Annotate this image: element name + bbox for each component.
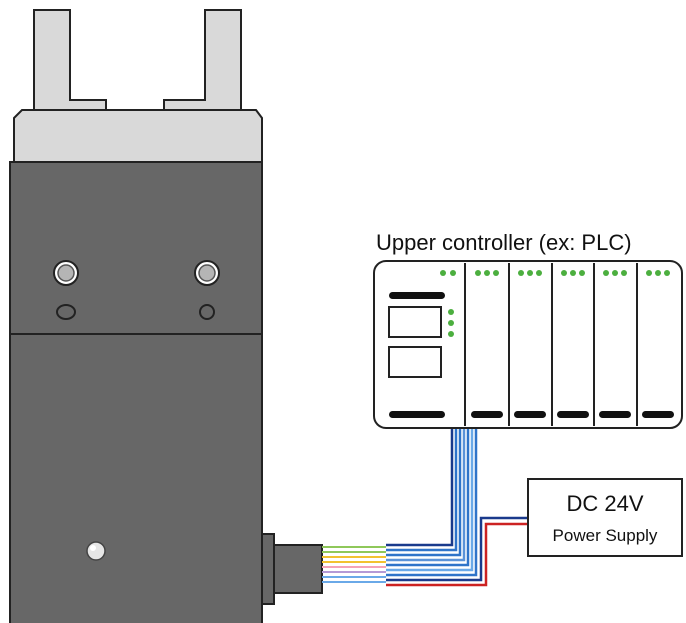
gripper-finger-left: [33, 9, 107, 119]
power-supply-label: Power Supply: [553, 526, 658, 545]
plc-cpu-module: [388, 270, 456, 418]
power-wires: [386, 516, 528, 587]
plc-io-module: [471, 270, 503, 418]
plc-housing: [373, 260, 683, 429]
cable-connector: [273, 544, 323, 594]
power-supply-voltage: DC 24V: [566, 491, 643, 516]
plc-controller: [373, 260, 683, 429]
power-supply-box: [527, 478, 683, 557]
bolt-right: [194, 260, 220, 286]
controller-title: Upper controller (ex: PLC): [376, 230, 632, 255]
plc-io-module: [557, 270, 589, 418]
indicator-lamp: [86, 541, 106, 561]
plc-io-module: [599, 270, 631, 418]
plc-io-module: [642, 270, 674, 418]
pin-hole-right: [199, 304, 215, 320]
plc-display-lower: [388, 346, 442, 378]
gripper: [9, 9, 323, 623]
gripper-upper-body: [9, 161, 263, 335]
signal-wires: [386, 428, 478, 577]
wire-bundle: [322, 546, 386, 583]
gripper-top-plate: [13, 109, 263, 163]
gripper-lower-body: [9, 333, 263, 623]
power-supply: DC 24V Power Supply: [527, 478, 683, 557]
plc-io-module: [514, 270, 546, 418]
cable-connector-flange: [261, 533, 275, 605]
bolt-left: [53, 260, 79, 286]
pin-hole-left: [56, 304, 76, 320]
plc-display-upper: [388, 306, 442, 338]
gripper-finger-right: [163, 9, 242, 119]
